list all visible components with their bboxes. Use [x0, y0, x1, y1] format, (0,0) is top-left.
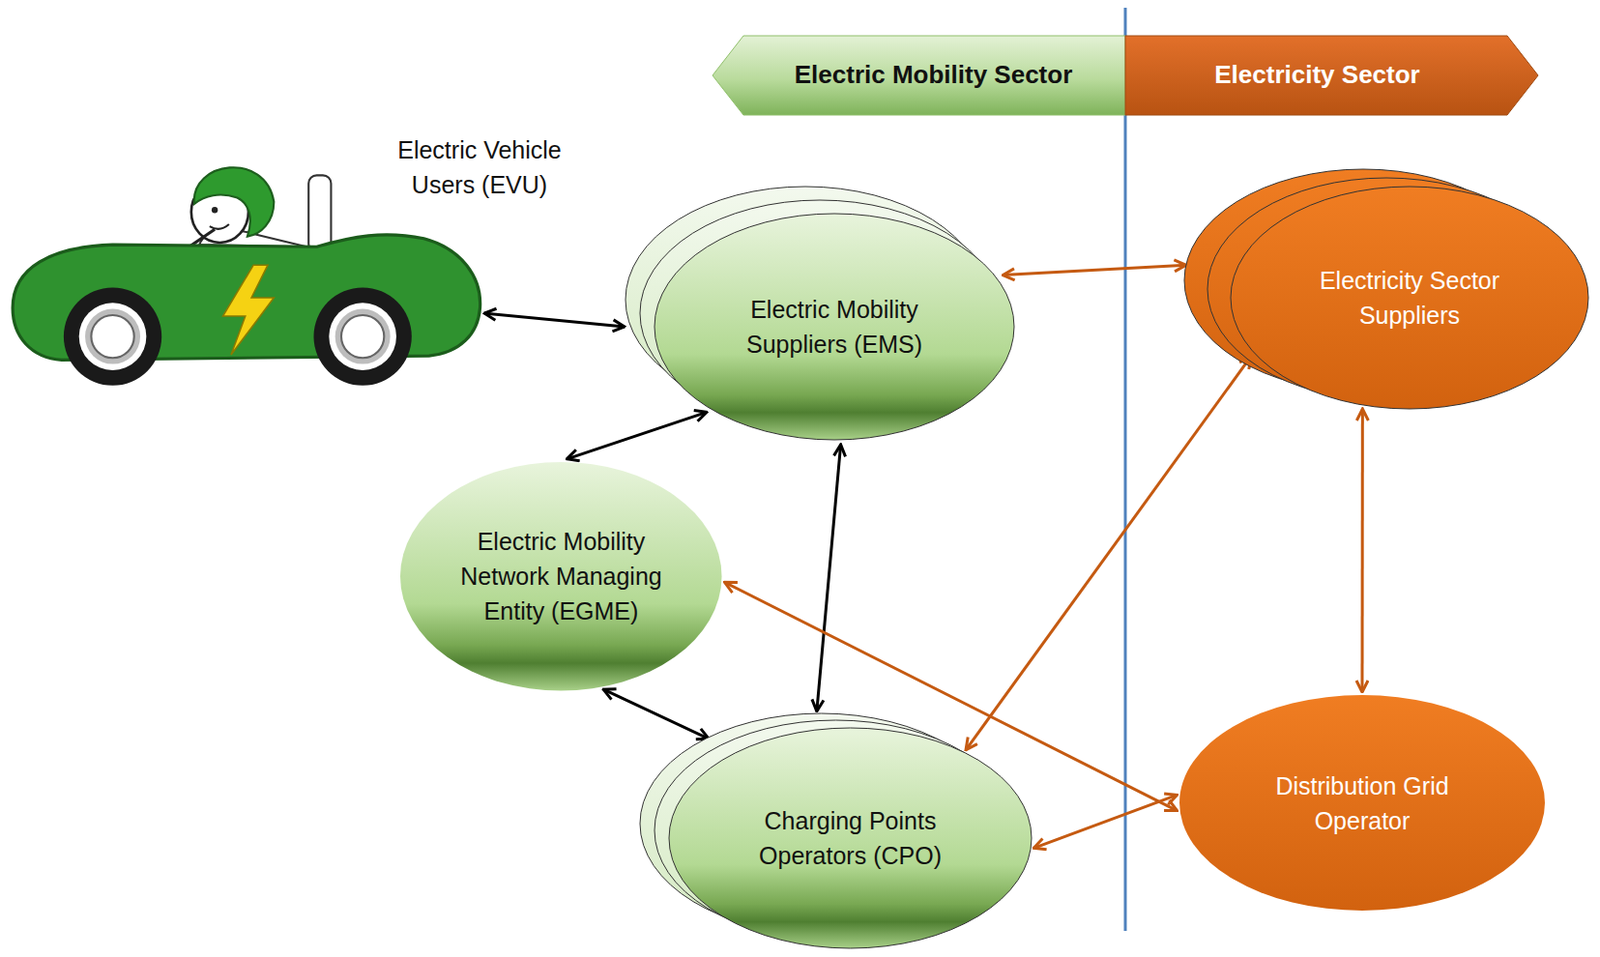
node-label: Electric Vehicle Users (EVU) [368, 132, 591, 203]
node-text-group: Electric Vehicle Users (EVU) [368, 132, 591, 203]
helmet [194, 167, 274, 236]
node-outline [1229, 185, 1590, 410]
banner-arrow [712, 35, 1126, 116]
relation-arrow [816, 444, 842, 712]
node-outline [1178, 694, 1546, 912]
driver-eye [211, 206, 218, 213]
relation-arrow [1002, 264, 1186, 275]
ellipse-outline [400, 462, 723, 692]
node-text-group: Electric Mobility Suppliers (EMS) [718, 291, 951, 362]
vehicle-node: Electric Vehicle Users (EVU) [10, 132, 485, 394]
sector-divider [1124, 7, 1128, 931]
seat-back [308, 174, 331, 252]
node-outline [653, 212, 1016, 441]
banner-arrow [1125, 35, 1539, 116]
node-text-group: Electricity Sector [1214, 59, 1420, 90]
node-label: Electricity Sector Suppliers [1293, 262, 1526, 333]
node-label: Electric Mobility Network Managing Entit… [439, 523, 682, 629]
node-outline [668, 727, 1033, 950]
relation-arrow [965, 356, 1251, 751]
sector-banner: Electric Mobility Sector [712, 35, 1126, 116]
node-text-group: Electric Mobility Network Managing Entit… [439, 523, 682, 629]
ellipse-outline [669, 727, 1032, 949]
actor-ellipse: Distribution Grid Operator [1178, 694, 1546, 912]
relation-arrow [1033, 794, 1177, 848]
relation-arrow [1361, 408, 1365, 693]
rear-wheel [63, 287, 162, 385]
banner-title: Electricity Sector [1214, 59, 1420, 90]
ellipse-outline [1230, 186, 1589, 409]
actor-ellipse: Electricity Sector Suppliers [1229, 185, 1590, 410]
actor-ellipse: Electric Mobility Suppliers (EMS) [653, 212, 1016, 441]
relation-arrow [484, 313, 625, 327]
actor-ellipse: Electric Mobility Network Managing Entit… [399, 461, 724, 693]
lightning-bolt [223, 264, 275, 355]
node-text-group: Electric Mobility Sector [794, 59, 1074, 90]
ellipse-outline [654, 213, 1015, 440]
car-illustration [12, 167, 481, 386]
relation-arrow [603, 689, 709, 739]
node-label: Charging Points Operators (CPO) [734, 803, 967, 873]
relation-arrow [566, 411, 707, 460]
node-label: Electric Mobility Suppliers (EMS) [718, 291, 951, 362]
node-text-group: Distribution Grid Operator [1246, 768, 1479, 839]
banner-title: Electric Mobility Sector [794, 59, 1074, 90]
node-label: Distribution Grid Operator [1246, 768, 1479, 839]
actor-ellipse: Charging Points Operators (CPO) [668, 727, 1033, 950]
sector-banner: Electricity Sector [1125, 35, 1539, 116]
driver-smile [209, 224, 230, 230]
node-text-group: Charging Points Operators (CPO) [734, 803, 967, 873]
front-wheel [313, 287, 411, 385]
node-text-group: Electricity Sector Suppliers [1293, 262, 1526, 333]
ellipse-outline [1179, 695, 1545, 911]
